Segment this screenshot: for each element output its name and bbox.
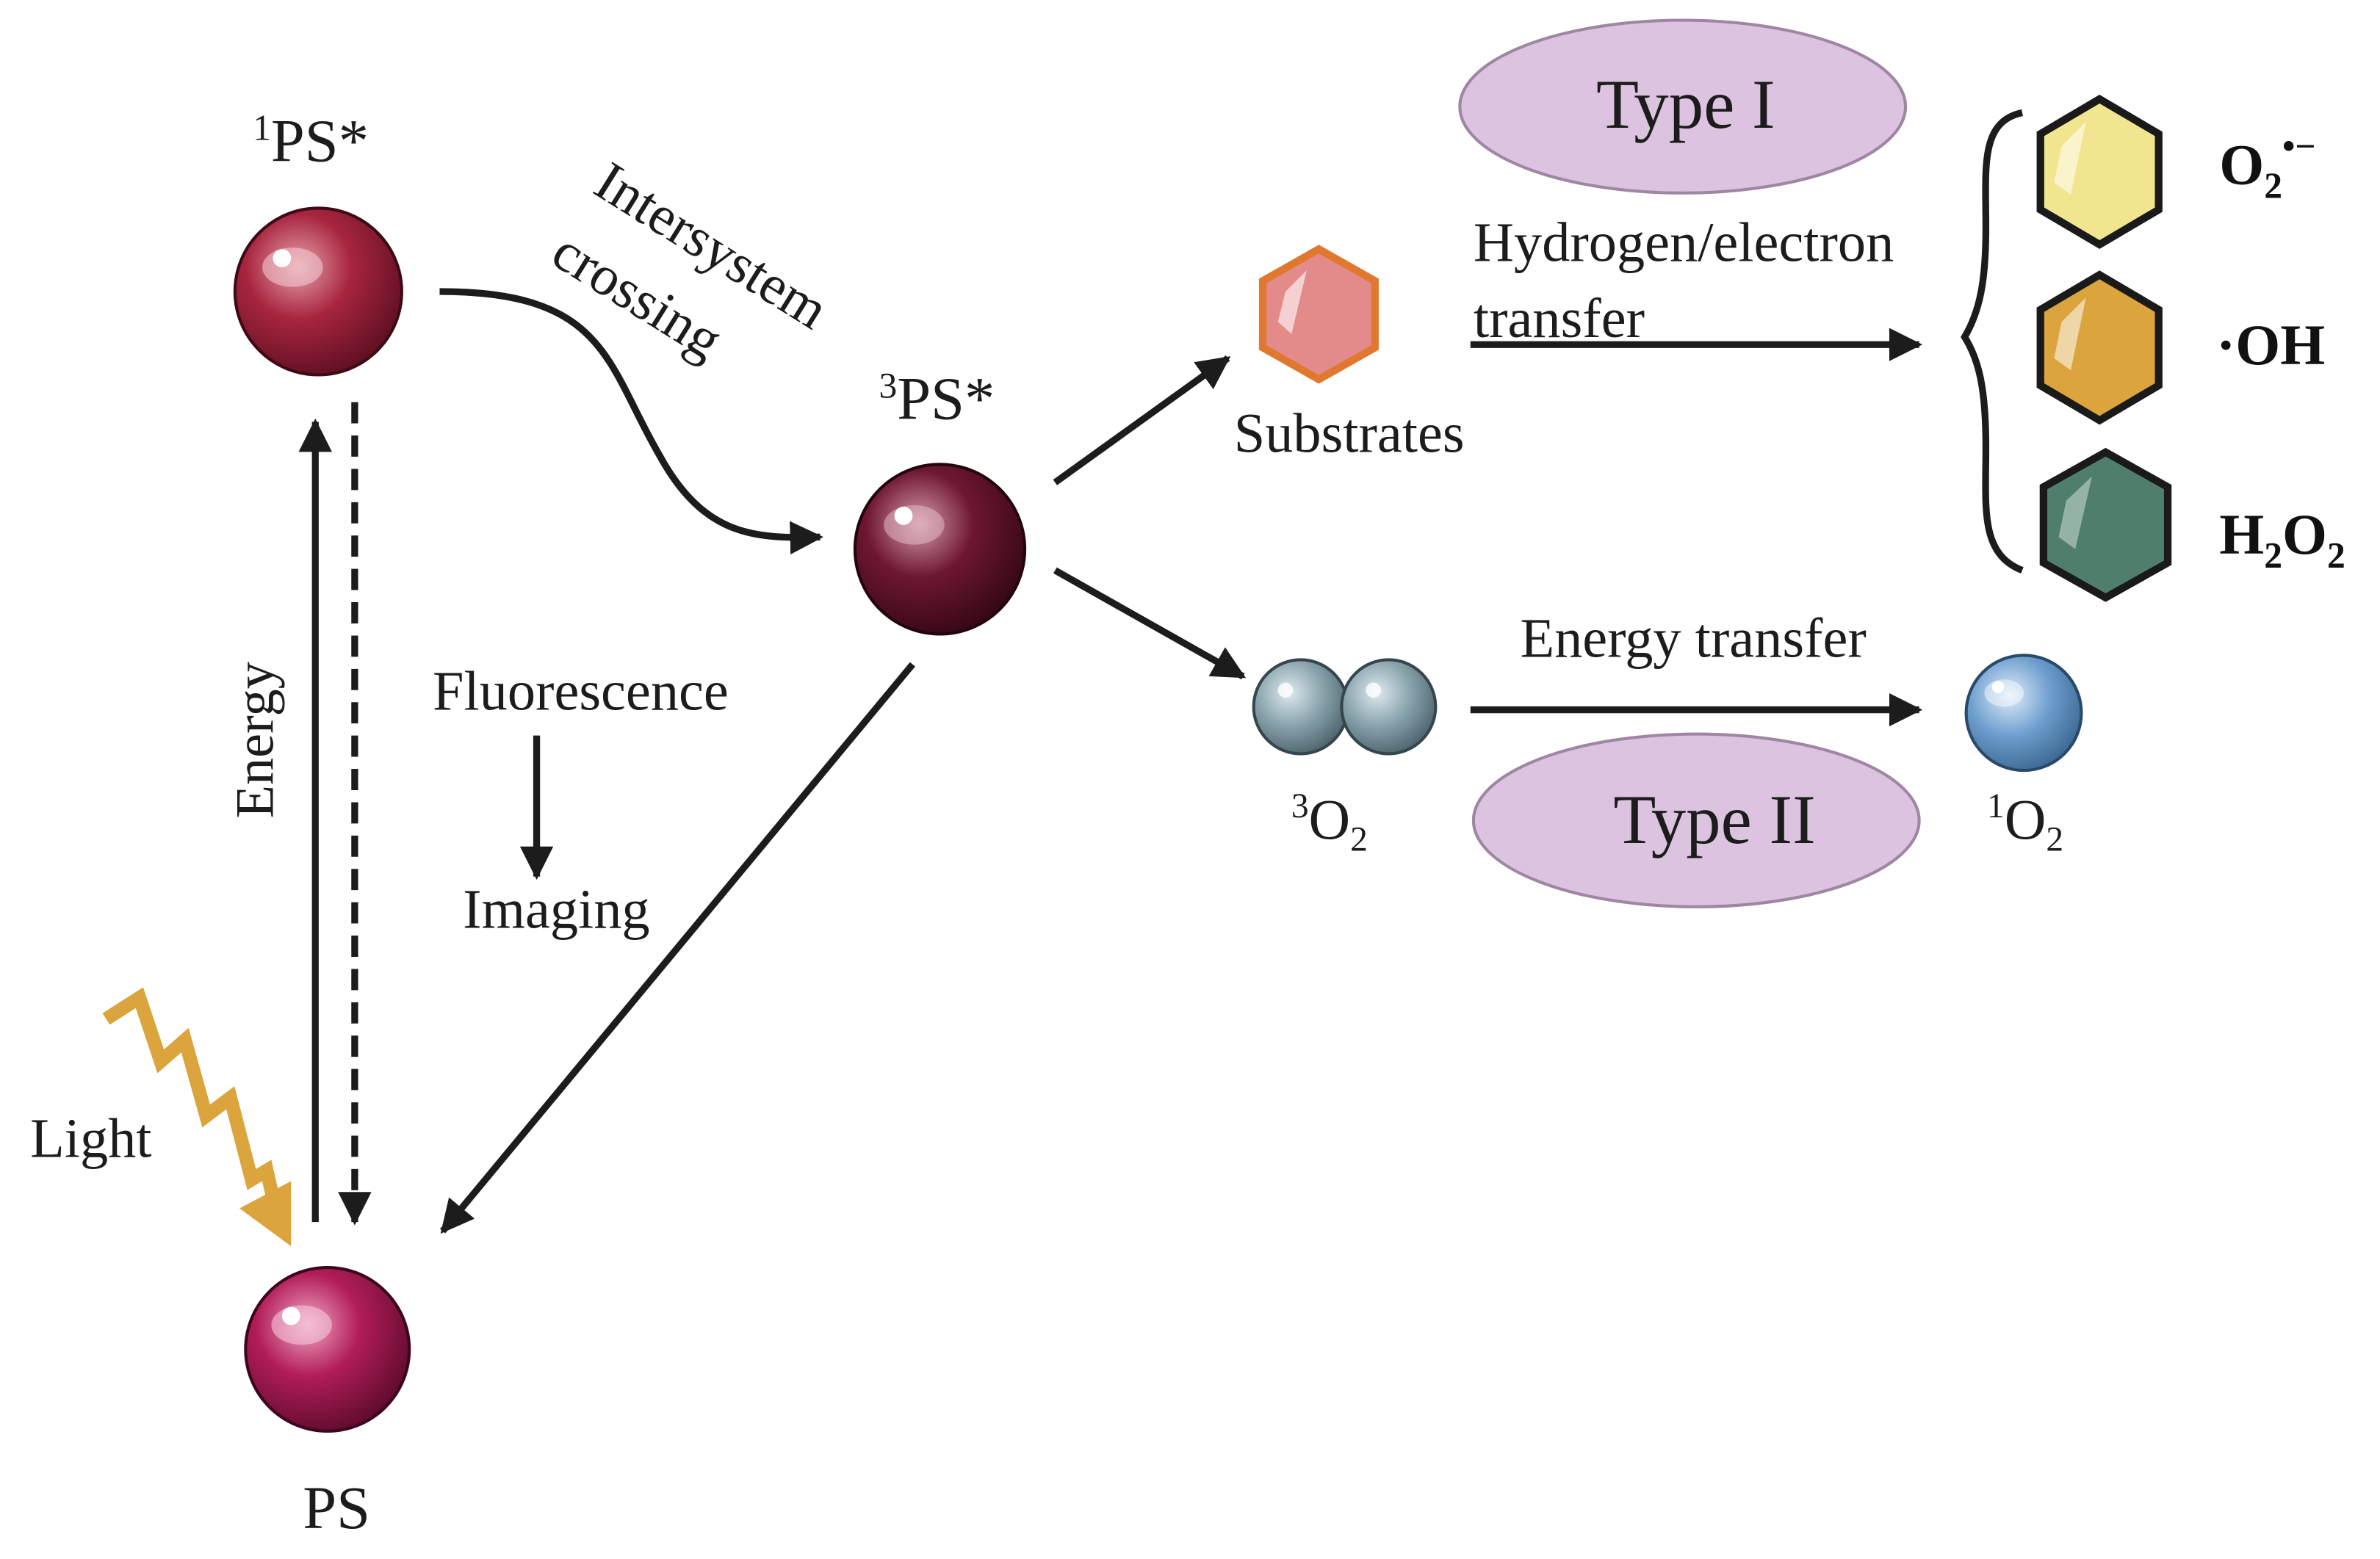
singlet-ps-label: 1PS* bbox=[253, 107, 369, 175]
triplet-to-oxygen-arrow bbox=[1053, 567, 1247, 680]
substrates-label: Substrates bbox=[1234, 402, 1465, 465]
superoxide-hexagon-icon bbox=[2036, 94, 2163, 250]
type-one-label: Type I bbox=[1596, 65, 1775, 143]
type-two-ellipse bbox=[1471, 732, 1921, 908]
singlet-oxygen-label: 1O2 bbox=[1987, 787, 2063, 859]
energy-label: Energy bbox=[225, 662, 285, 818]
triplet-oxygen-label: 3O2 bbox=[1291, 787, 1368, 859]
triplet-oxygen-molecule bbox=[1252, 658, 1438, 756]
ground-ps-sphere bbox=[244, 1265, 411, 1433]
hydroxyl-hexagon-icon bbox=[2036, 270, 2163, 425]
fluorescence-label: Fluorescence bbox=[433, 660, 729, 723]
hydroxyl-label: ·OH bbox=[2216, 313, 2325, 377]
type-one-ellipse bbox=[1458, 18, 1908, 195]
products-brace bbox=[1961, 109, 2024, 574]
superoxide-label: O2•− bbox=[2219, 126, 2315, 206]
peroxide-hexagon-icon bbox=[2039, 447, 2172, 602]
transfer-label: transfer bbox=[1474, 287, 1645, 350]
peroxide-label: H2O2 bbox=[2219, 502, 2345, 576]
energy-transfer-label: Energy transfer bbox=[1520, 607, 1866, 669]
hydrogen-electron-label: Hydrogen/electron bbox=[1474, 211, 1894, 274]
triplet-ps-label: 3PS* bbox=[879, 364, 995, 432]
imaging-label: Imaging bbox=[463, 878, 649, 941]
intersystem-crossing-arrow bbox=[439, 288, 823, 554]
substrate-hexagon-icon bbox=[1258, 245, 1379, 384]
triplet-to-substrates-arrow bbox=[1053, 355, 1231, 485]
singlet-ps-sphere bbox=[233, 206, 403, 377]
triplet-to-ground-arrow bbox=[440, 662, 915, 1234]
light-label: Light bbox=[30, 1107, 151, 1169]
ground-ps-label: PS bbox=[303, 1474, 370, 1541]
triplet-ps-sphere bbox=[853, 463, 1027, 636]
type-two-label: Type II bbox=[1613, 781, 1815, 858]
light-bolt-icon bbox=[102, 987, 292, 1247]
singlet-oxygen-sphere bbox=[1964, 654, 2083, 773]
